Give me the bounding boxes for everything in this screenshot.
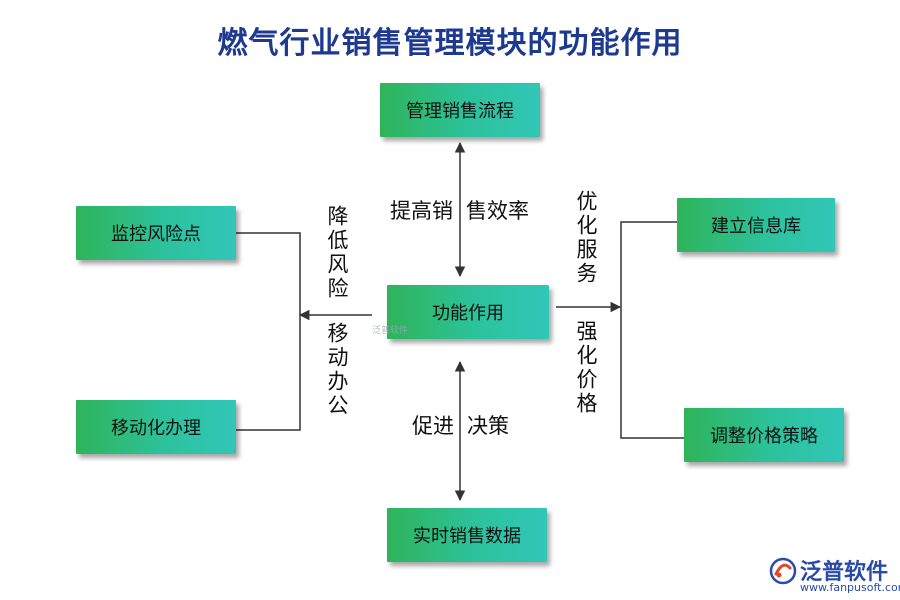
edge-label-up-right: 售效率 (466, 199, 529, 223)
node-right-bottom: 调整价格策略 (684, 408, 844, 462)
logo-icon (769, 557, 797, 585)
node-top: 管理销售流程 (380, 83, 540, 137)
node-left-bottom: 移动化办理 (76, 400, 236, 454)
node-right-top: 建立信息库 (677, 198, 835, 252)
edge-label-left-upper: 降低风险 (325, 205, 349, 301)
edge-label-down-right: 决策 (467, 414, 509, 438)
brand-logo: 泛普软件 www.fanpusoft.com (768, 552, 900, 596)
watermark-text: 泛普软件 (372, 326, 409, 336)
logo-text: 泛普软件 (800, 560, 889, 585)
edge-label-left-lower: 移动办公 (325, 322, 349, 418)
bracket-left (235, 232, 301, 431)
node-center: 功能作用 (387, 285, 549, 339)
node-left-top: 监控风险点 (76, 206, 236, 260)
logo-url: www.fanpusoft.com (800, 581, 900, 594)
edge-label-up-left: 提高销 (390, 199, 453, 223)
diagram-title: 燃气行业销售管理模块的功能作用 (217, 26, 683, 61)
node-bottom: 实时销售数据 (387, 508, 547, 562)
edge-label-down-left: 促进 (412, 414, 454, 438)
edge-label-right-lower: 强化价格 (574, 320, 598, 416)
edge-label-right-upper: 优化服务 (574, 190, 598, 286)
bracket-right (620, 221, 684, 439)
